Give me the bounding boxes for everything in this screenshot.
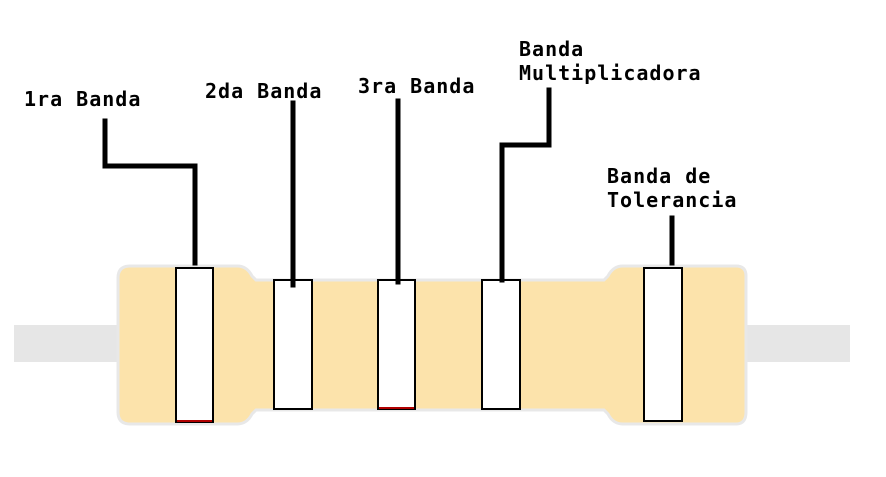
leader-band-1	[102, 118, 198, 266]
label-multiplier-line-2: Multiplicadora	[519, 61, 702, 85]
band-1	[175, 267, 214, 423]
leader-band-multiplier	[499, 87, 552, 283]
label-band-3: 3ra Banda	[358, 74, 475, 98]
label-tolerance-line-2: Tolerancia	[607, 188, 737, 212]
label-tolerance-line-1: Banda de	[607, 164, 711, 188]
band-2	[273, 279, 313, 410]
label-band-2: 2da Banda	[205, 79, 322, 103]
band-multiplier	[481, 279, 521, 410]
band-3	[377, 279, 416, 410]
band-tolerance	[643, 267, 683, 422]
label-multiplier-line-1: Banda	[519, 37, 584, 61]
label-band-1: 1ra Banda	[24, 87, 141, 111]
